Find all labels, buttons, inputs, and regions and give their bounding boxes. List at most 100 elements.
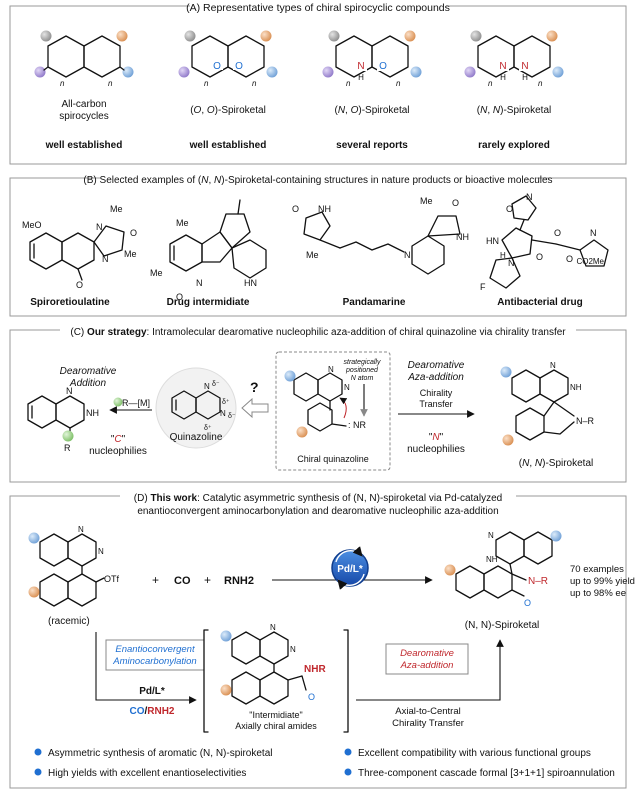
atom-h: H (500, 251, 506, 260)
atom-o: O (506, 204, 513, 214)
orange-ball-icon (220, 684, 232, 696)
atom-me: Me (124, 249, 137, 259)
question-mark: ? (250, 379, 259, 395)
spirocycle-all-carbon: n n All-carbon spirocycles well establis… (34, 30, 134, 151)
label-c-nucleophiles: "C" (111, 434, 126, 445)
note-positioned: positioned (345, 367, 379, 374)
blue-ball-icon (28, 532, 40, 544)
ring-size-n: n (488, 79, 493, 88)
grey-ball-icon (328, 30, 340, 42)
atom-o: O (524, 598, 531, 608)
bullet-dot-icon (344, 748, 352, 756)
label-n-n-spiroketal: (N, N)-Spiroketal (519, 458, 594, 469)
atom-n-r: N–R (528, 576, 548, 587)
panel-d-header-line2: enantioconvergent aminocarbonylation and… (137, 506, 498, 517)
label-intermediate: "Intermidiate" (249, 710, 302, 720)
hollow-arrow-icon (241, 397, 269, 419)
intermediate-amide: N N NHR O "Intermidiate" Axially chiral … (220, 623, 326, 731)
label-axially-chiral: Axially chiral amides (235, 721, 317, 731)
delta-plus: δ⁺ (204, 425, 212, 432)
bullet-dot-icon (34, 768, 42, 776)
label-co-rnh2: CO/RNH2 (129, 706, 174, 717)
panel-b: (B) Selected examples of (N, N)-Spiroket… (9, 172, 627, 317)
status-well-established: well established (189, 140, 267, 151)
label-chirality-transfer: Chirality (420, 388, 453, 398)
atom-me: Me (176, 218, 189, 228)
orange-ball-icon (260, 30, 272, 42)
note-strategically: strategically (344, 359, 381, 366)
label-all-carbon: All-carbon (61, 99, 106, 110)
atom-n: N (499, 61, 506, 72)
feature-bullets: Asymmetric synthesis of aromatic (N, N)-… (34, 748, 615, 779)
panel-b-header: (B) Selected examples of (N, N)-Spiroket… (83, 175, 552, 186)
blue-ball-icon (220, 630, 232, 642)
atom-f: F (480, 282, 486, 292)
ring-size-n: n (346, 79, 351, 88)
blue-ball-icon (550, 530, 562, 542)
label-dearomative-addition: Addition (69, 378, 107, 389)
atom-n: N (102, 254, 109, 264)
panel-b-frame (9, 177, 627, 317)
spiroketal-product-c: N NH N–R (N, N)-Spiroketal (500, 361, 595, 469)
spirocycle-n-o: N H O n n (N, O)-Spiroketal several repo… (322, 30, 422, 151)
reagent-co: CO (174, 575, 191, 587)
catalyst-cycle-icon: Pd/L* (331, 546, 369, 590)
ring-size-n: n (108, 79, 113, 88)
atom-me: Me (306, 250, 319, 260)
atom-h: H (358, 73, 364, 82)
label-c-nucleophiles: nucleophilies (89, 446, 147, 457)
atom-n: N (220, 409, 226, 418)
label-enantioconvergent: Enantioconvergent (115, 644, 195, 655)
label-o-o-spiroketal: (O, O)-Spiroketal (190, 105, 266, 116)
atom-n: N (344, 383, 350, 392)
ring-size-n: n (204, 79, 209, 88)
plus-sign: + (152, 573, 159, 587)
atom-nh: NH (570, 383, 582, 392)
label-pd-l: Pd/L* (139, 686, 165, 697)
orange-ball-icon (116, 30, 128, 42)
purple-ball-icon (178, 66, 190, 78)
structure-spiroretioulatine: MeO N N O Me Me O Spiroretioulatine (22, 204, 137, 308)
label-chirality-transfer: Transfer (419, 399, 452, 409)
atom-nhr: NHR (304, 664, 326, 675)
compound-name: Spiroretioulatine (30, 297, 110, 308)
orange-ball-icon (546, 30, 558, 42)
blue-ball-icon (284, 370, 296, 382)
status-rarely-explored: rarely explored (478, 140, 550, 151)
atom-n: N (270, 623, 276, 632)
atom-o: O (176, 292, 183, 302)
label-racemic: (racemic) (48, 616, 90, 627)
atom-n: N (96, 222, 103, 232)
atom-o: O (308, 692, 315, 702)
structure-antibacterial-drug: N O HN O O O N H F N CO2Me Antibacterial… (480, 192, 609, 308)
grey-ball-icon (470, 30, 482, 42)
label-dearomative: Dearomative (400, 648, 454, 659)
blue-ball-icon (410, 66, 422, 78)
panel-a: (A) Representative types of chiral spiro… (9, 0, 627, 165)
label-n-n-spiroketal: (N, N)-Spiroketal (465, 620, 539, 631)
atom-me: Me (150, 268, 163, 278)
atom-n: N (66, 386, 73, 396)
chiral-quinazoline-box: N N : NR strategically positioned N atom… (275, 351, 391, 471)
atom-o: O (554, 228, 561, 238)
ring-size-n: n (252, 79, 257, 88)
atom-n: N (488, 531, 494, 540)
atom-otf: OTf (104, 574, 119, 584)
atom-me: Me (420, 196, 433, 206)
atom-hn: HN (486, 236, 499, 246)
atom-n: N (78, 525, 84, 534)
label-chirality-transfer: Chirality Transfer (392, 718, 464, 729)
atom-nh: NH (456, 232, 469, 242)
purple-ball-icon (34, 66, 46, 78)
spirocycle-o-o: O O n n (O, O)-Spiroketal well establish… (178, 30, 278, 151)
bullet-dot-icon (34, 748, 42, 756)
structure-pandamarine: NH O Me N NH O Me Pandamarine (292, 196, 469, 308)
grey-ball-icon (40, 30, 52, 42)
panel-d: (D) This work: Catalytic asymmetric synt… (9, 490, 635, 789)
racemic-starting-material: N N OTf (racemic) (28, 525, 119, 627)
atom-me: Me (110, 204, 123, 214)
atom-nh: NH (486, 555, 498, 564)
stat-yield: up to 99% yield (570, 576, 635, 587)
atom-n: N (204, 382, 210, 391)
green-ball-icon (113, 397, 123, 407)
